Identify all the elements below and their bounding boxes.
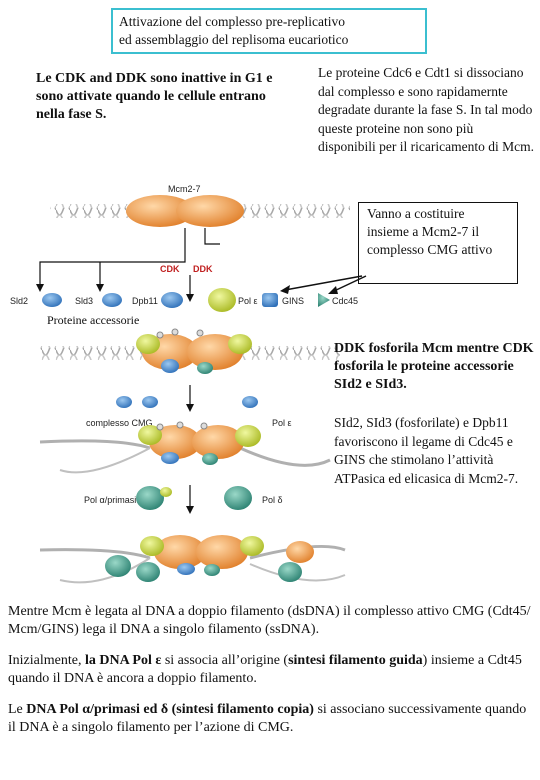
cmg-note-box: Vanno a costituire insieme a Mcm2-7 il c… bbox=[358, 202, 518, 284]
mcm-complex-left bbox=[126, 195, 194, 227]
label-pol-e-2: Pol ε bbox=[272, 418, 292, 428]
label-gins: GINS bbox=[282, 296, 304, 306]
title-line-1: Attivazione del complesso pre-replicativ… bbox=[119, 14, 346, 29]
cdc6-cdt1-note: Le proteine Cdc6 e Cdt1 si dissociano da… bbox=[318, 65, 534, 154]
p2-text-a: Inizialmente, bbox=[8, 653, 85, 668]
label-sld2: Sld2 bbox=[10, 296, 28, 306]
replisome-row bbox=[39, 535, 346, 584]
title-line-2: ed assemblaggio del replisoma eucariotic… bbox=[119, 32, 349, 47]
label-pol-e: Pol ε bbox=[238, 296, 258, 306]
paragraph-pol-alpha-delta: Le DNA Pol α/primasi ed δ (sintesi filam… bbox=[8, 701, 536, 737]
title-box: Attivazione del complesso pre-replicativ… bbox=[111, 8, 427, 54]
mcm-complex-right bbox=[176, 195, 244, 227]
bottom-explanation: Mentre Mcm è legata al DNA a doppio fila… bbox=[8, 603, 536, 750]
label-dpb11: Dpb11 bbox=[132, 296, 158, 306]
pol-row: Pol α/primasi Pol δ bbox=[84, 485, 283, 514]
p3-text-a: Le bbox=[8, 702, 27, 717]
paragraph-pol-epsilon: Inizialmente, la DNA Pol ε si associa al… bbox=[8, 652, 536, 688]
pol-delta-protein bbox=[224, 486, 252, 510]
cdc45-protein bbox=[318, 293, 330, 307]
p2-text-b: la DNA Pol ε bbox=[84, 653, 162, 668]
ddk-phosphorylation-note: DDK fosforila Mcm mentre CDK fosforila l… bbox=[334, 341, 534, 392]
label-pol-d: Pol δ bbox=[262, 495, 283, 505]
label-pol-a: Pol α/primasi bbox=[84, 495, 136, 505]
kinase-arrows: CDK DDK bbox=[36, 228, 220, 302]
p2-text-d: sintesi filamento guida bbox=[288, 653, 423, 668]
p3-text-b: DNA Pol α/primasi ed δ (sintesi filament… bbox=[26, 702, 314, 717]
label-cdk: CDK bbox=[160, 264, 180, 274]
label-sld3: Sld3 bbox=[75, 296, 93, 306]
pol-alpha-protein bbox=[136, 486, 164, 510]
replisome-diagram: Mcm2-7 CDK DDK Sld2 Sld3 Dpb11 Pol ε GIN… bbox=[10, 184, 367, 584]
sld-dpb11-note: SId2, SId3 (fosforilate) e Dpb11 favoris… bbox=[334, 415, 519, 486]
mcm-row: Mcm2-7 bbox=[50, 184, 350, 227]
accessory-proteins-label: Proteine accessorie bbox=[44, 311, 159, 329]
cdk-ddk-note: Le CDK and DDK sono inattive in G1 e son… bbox=[36, 71, 273, 122]
paragraph-cmg: Mentre Mcm è legata al DNA a doppio fila… bbox=[8, 604, 531, 637]
label-cdc45: Cdc45 bbox=[332, 296, 358, 306]
dpb11-protein bbox=[161, 292, 183, 308]
sld3-protein bbox=[102, 293, 122, 307]
label-ddk: DDK bbox=[193, 264, 213, 274]
cmg-row: complesso CMG Pol ε bbox=[39, 418, 331, 474]
p2-text-e: ) insieme a Cdt45 quando il DNA è ancora… bbox=[8, 653, 522, 686]
gins-protein bbox=[262, 293, 278, 307]
pol-e-protein bbox=[208, 288, 236, 312]
p3-text-c: si associano successivamente quando il D… bbox=[8, 702, 527, 735]
label-mcm: Mcm2-7 bbox=[168, 184, 201, 194]
p2-text-c: si associa all’origine ( bbox=[161, 653, 289, 668]
accessory-row: Sld2 Sld3 Dpb11 Pol ε GINS Cdc45 bbox=[10, 275, 367, 312]
sld2-protein bbox=[42, 293, 62, 307]
loaded-complex-row bbox=[40, 328, 340, 412]
label-cmg: complesso CMG bbox=[86, 418, 153, 428]
